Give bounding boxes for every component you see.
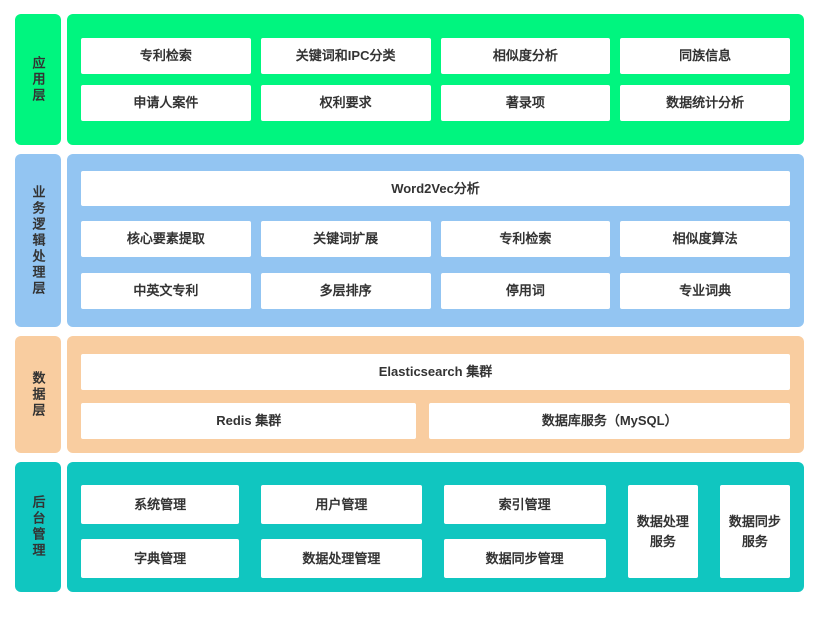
box-keyword-ipc-classification: 关键词和IPC分类 — [260, 38, 431, 74]
box-patent-search: 专利检索 — [81, 38, 251, 74]
layer-panel-admin: 系统管理 用户管理 索引管理 数据处理服务 数据同步服务 字典管理 数据处理管理… — [67, 462, 804, 592]
layer-label-data: 数据层 — [15, 336, 61, 453]
admin-modules: 系统管理 用户管理 索引管理 数据处理服务 数据同步服务 字典管理 数据处理管理… — [81, 485, 790, 578]
layer-label-business-logic-text: 业务逻辑处理层 — [30, 184, 46, 297]
box-professional-dictionary: 专业词典 — [620, 273, 790, 309]
box-similarity-analysis: 相似度分析 — [440, 38, 611, 74]
box-cn-en-patents: 中英文专利 — [81, 273, 251, 309]
layer-label-data-text: 数据层 — [30, 370, 46, 419]
box-redis-cluster: Redis 集群 — [81, 403, 417, 439]
layer-label-admin: 后台管理 — [15, 462, 61, 592]
application-modules: 专利检索 关键词和IPC分类 相似度分析 同族信息 申请人案件 权利要求 著录项… — [81, 38, 790, 121]
box-applicant-cases: 申请人案件 — [81, 85, 251, 121]
layer-label-application-text: 应用层 — [30, 55, 46, 104]
layer-data: 数据层 Elasticsearch 集群 Redis 集群 数据库服务（MySQ… — [15, 336, 804, 453]
logic-modules: 核心要素提取 关键词扩展 专利检索 相似度算法 中英文专利 多层排序 停用词 专… — [81, 221, 790, 309]
layer-panel-data: Elasticsearch 集群 Redis 集群 数据库服务（MySQL） — [67, 336, 804, 453]
layer-label-application: 应用层 — [15, 14, 61, 145]
box-data-statistics: 数据统计分析 — [620, 85, 790, 121]
box-data-processing-management: 数据处理管理 — [261, 539, 422, 578]
layer-label-business-logic: 业务逻辑处理层 — [15, 154, 61, 327]
layer-panel-application: 专利检索 关键词和IPC分类 相似度分析 同族信息 申请人案件 权利要求 著录项… — [67, 14, 804, 145]
box-mysql-database-service: 数据库服务（MySQL） — [429, 403, 790, 439]
box-data-sync-management: 数据同步管理 — [443, 539, 606, 578]
box-data-processing-service: 数据处理服务 — [627, 485, 698, 578]
box-dictionary-management: 字典管理 — [81, 539, 240, 578]
box-system-management: 系统管理 — [81, 485, 240, 524]
box-family-info: 同族信息 — [620, 38, 790, 74]
box-data-sync-service: 数据同步服务 — [719, 485, 790, 578]
box-similarity-algorithm: 相似度算法 — [620, 221, 790, 257]
box-patent-search-logic: 专利检索 — [440, 221, 611, 257]
box-multilayer-sorting: 多层排序 — [260, 273, 431, 309]
layer-admin: 后台管理 系统管理 用户管理 索引管理 数据处理服务 数据同步服务 字典管理 数… — [15, 462, 804, 592]
layer-panel-business-logic: Word2Vec分析 核心要素提取 关键词扩展 专利检索 相似度算法 中英文专利… — [67, 154, 804, 327]
layer-application: 应用层 专利检索 关键词和IPC分类 相似度分析 同族信息 申请人案件 权利要求… — [15, 14, 804, 145]
box-index-management: 索引管理 — [443, 485, 606, 524]
data-modules: Redis 集群 数据库服务（MySQL） — [81, 403, 790, 439]
box-core-element-extraction: 核心要素提取 — [81, 221, 251, 257]
box-keyword-expansion: 关键词扩展 — [260, 221, 431, 257]
box-user-management: 用户管理 — [261, 485, 422, 524]
box-bibliographic-data: 著录项 — [440, 85, 611, 121]
box-claims: 权利要求 — [260, 85, 431, 121]
layer-label-admin-text: 后台管理 — [30, 495, 46, 559]
box-elasticsearch-cluster: Elasticsearch 集群 — [81, 354, 790, 390]
box-stopwords: 停用词 — [440, 273, 611, 309]
box-word2vec-analysis: Word2Vec分析 — [81, 171, 790, 206]
layer-business-logic: 业务逻辑处理层 Word2Vec分析 核心要素提取 关键词扩展 专利检索 相似度… — [15, 154, 804, 327]
